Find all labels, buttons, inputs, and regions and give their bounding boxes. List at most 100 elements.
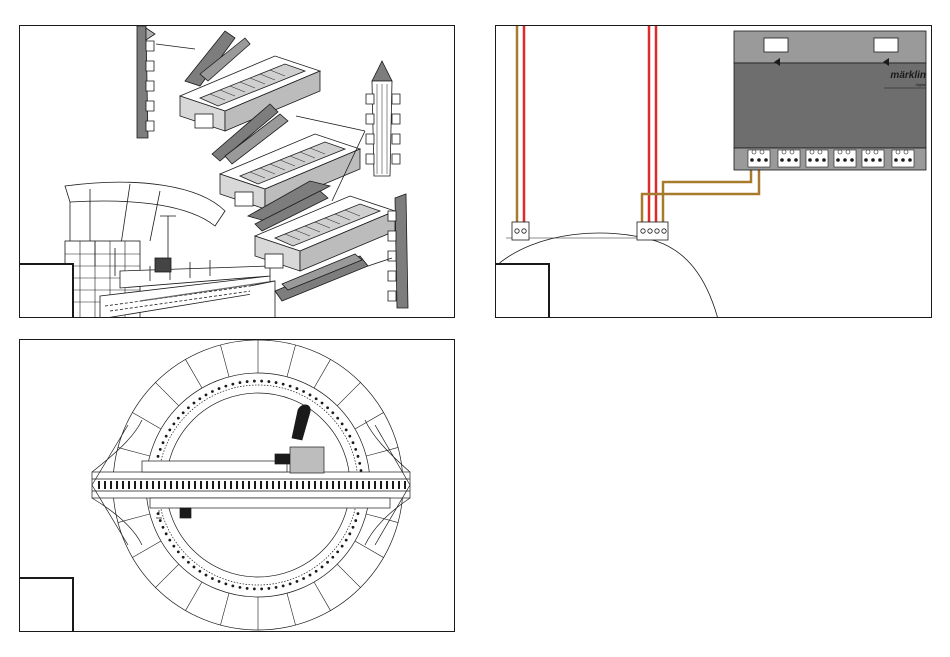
stall-divider (186, 359, 203, 388)
track-tie (231, 585, 234, 588)
track-tie (275, 381, 278, 384)
bridge-tie (224, 481, 226, 489)
display-window (764, 38, 788, 52)
bridge-tie (332, 481, 334, 489)
stall-divider (355, 413, 384, 430)
bridge-tie (356, 481, 358, 489)
track-tie (345, 428, 348, 431)
track-tie (253, 588, 256, 591)
bridge-tie (212, 481, 214, 489)
bridge-tie (344, 481, 346, 489)
track-tie (231, 383, 234, 386)
track-tie (345, 539, 348, 542)
connector-left (512, 222, 529, 240)
bridge-tie (116, 481, 118, 489)
track-tie (348, 532, 351, 535)
bridge-tie (164, 481, 166, 489)
track-tie (187, 561, 190, 564)
panel-assembly (19, 25, 455, 318)
track-tie (289, 385, 292, 388)
bridge-tie (188, 481, 190, 489)
stall-divider (118, 514, 150, 523)
bridge-tie (218, 481, 220, 489)
track-tie (159, 448, 162, 451)
bridge-tie (272, 481, 274, 489)
panel-turntable-plan (19, 339, 455, 632)
panel-label-box (20, 577, 74, 631)
panel-label-box (496, 263, 550, 317)
track-tie (296, 387, 299, 390)
track-tie (267, 587, 270, 590)
rail-clip-right-top (366, 61, 400, 176)
track-tie (198, 570, 201, 573)
stall-divider (314, 359, 331, 388)
bridge-tie (278, 481, 280, 489)
bridge-tie (404, 481, 406, 489)
bridge-tie (140, 481, 142, 489)
track-tie (341, 422, 344, 425)
stall-divider (132, 541, 161, 558)
bridge-tie (236, 481, 238, 489)
track-tie (267, 380, 270, 383)
stall-divider (186, 582, 203, 611)
stall-divider (155, 382, 178, 405)
track-tie (326, 406, 329, 409)
bridge-tie (158, 481, 160, 489)
stall-divider (220, 593, 229, 625)
track-tie (205, 574, 208, 577)
rail-clip-left (137, 26, 155, 138)
brand-subtitle: digital (916, 82, 927, 87)
display-window (874, 38, 898, 52)
bridge-tie (398, 481, 400, 489)
bridge-tie (320, 481, 322, 489)
track-tie (275, 586, 278, 589)
track-tie (341, 545, 344, 548)
bridge-tie (134, 481, 136, 489)
track-tie (331, 556, 334, 559)
bridge-tie (248, 481, 250, 489)
bridge-tie (386, 481, 388, 489)
bridge-tie (170, 481, 172, 489)
track-tie (168, 428, 171, 431)
stall-divider (155, 564, 178, 587)
track-tie (336, 417, 339, 420)
track-tie (253, 380, 256, 383)
track-tie (224, 583, 227, 586)
bridge-tie (98, 481, 100, 489)
bridge-tie (122, 481, 124, 489)
track-tie (168, 539, 171, 542)
track-tie (296, 580, 299, 583)
bridge-tie (284, 481, 286, 489)
track-tie (357, 512, 360, 515)
stall-divider (337, 382, 360, 405)
assembly-illustration (20, 26, 455, 318)
connector-middle (637, 222, 668, 240)
track-tie (352, 526, 355, 529)
bridge-tie (314, 481, 316, 489)
bridge-tie (104, 481, 106, 489)
bridge-tie (242, 481, 244, 489)
bridge-tie (200, 481, 202, 489)
bridge-tie (380, 481, 382, 489)
track-tie (239, 586, 242, 589)
track-tie (165, 435, 168, 438)
track-tie (193, 566, 196, 569)
track-tie (315, 397, 318, 400)
bridge-tie (254, 481, 256, 489)
track-tie (211, 577, 214, 580)
stall-divider (287, 345, 296, 377)
bridge-tie (194, 481, 196, 489)
bridge-tie (128, 481, 130, 489)
track-tie (260, 380, 263, 383)
track-tie (360, 469, 363, 472)
track-tie (331, 411, 334, 414)
track-tie (357, 455, 360, 458)
panel-wiring: märklin digital (495, 25, 932, 318)
track-tie (260, 588, 263, 591)
track-tie (198, 397, 201, 400)
stall-divider (118, 447, 150, 456)
track-tie (246, 587, 249, 590)
track-tie (177, 417, 180, 420)
stall-divider (220, 345, 229, 377)
track-tie (354, 448, 357, 451)
